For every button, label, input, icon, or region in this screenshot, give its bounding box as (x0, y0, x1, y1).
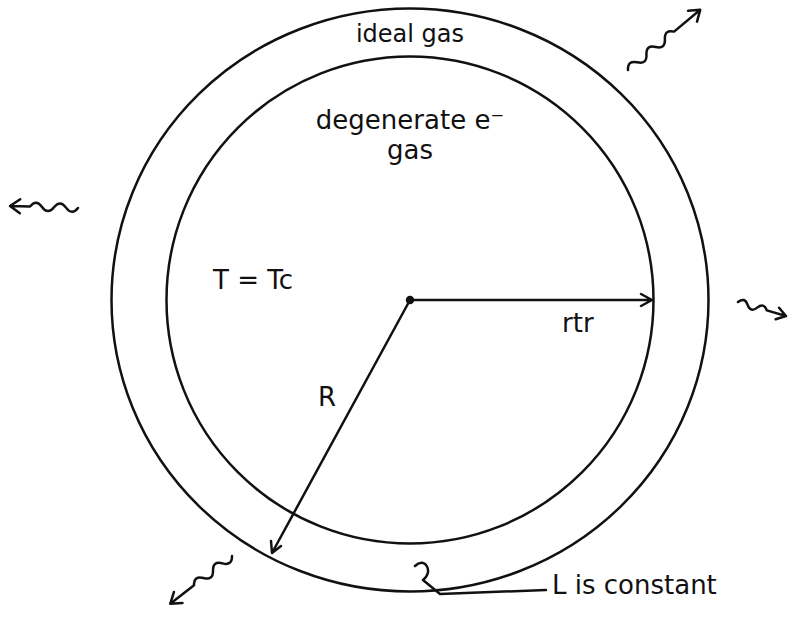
degenerate-core: degenerate e⁻ gas T = Tc (165, 55, 655, 545)
radiation-arrow (10, 199, 78, 215)
radiation-arrow (736, 296, 787, 322)
region-label-box: ideal gas (290, 19, 530, 49)
radiation-arrow (166, 550, 236, 609)
radius-label: rtr (562, 308, 642, 338)
radiation-arrow (624, 4, 705, 75)
degenerate-core-outline (167, 57, 654, 544)
radius-arrow (410, 294, 652, 306)
radius-label-box: rtr (562, 308, 642, 338)
radius-arrow (271, 300, 410, 553)
star-envelope: ideal gas degenerate e⁻ gas T = Tc (110, 7, 710, 593)
temperature-label: T = Tc (213, 265, 343, 295)
region-label: degenerate e⁻ gas (295, 105, 525, 165)
star-envelope-outline (112, 9, 709, 592)
region-label: ideal gas (290, 19, 530, 49)
note-label-box: L is constant (552, 570, 788, 600)
temperature-label-box: T = Tc (213, 265, 343, 295)
star-envelope-outline (110, 7, 710, 593)
region-label-box: degenerate e⁻ gas (295, 105, 525, 165)
note-label: L is constant (552, 570, 788, 600)
radius-label: R (318, 382, 358, 412)
radius-label-box: R (318, 382, 358, 412)
